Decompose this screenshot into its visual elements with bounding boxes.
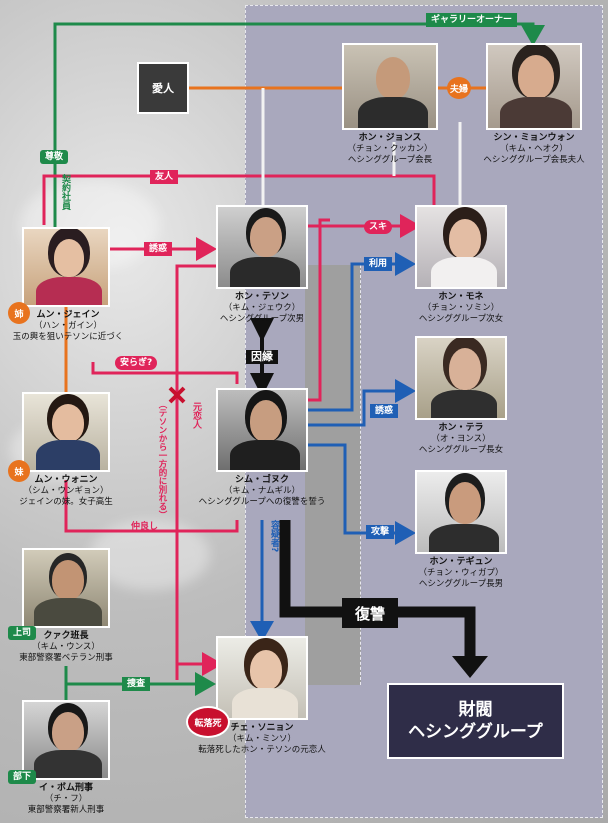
- tag-riyo: 利用: [364, 257, 393, 271]
- tag-yasuragi: 安らぎ?: [115, 356, 158, 370]
- tag-kogeki: 攻撃: [366, 525, 395, 539]
- tag-tenrakushi: 転落死: [186, 706, 230, 738]
- zaibatsu-box: 財閥 ヘシンググループ: [387, 683, 564, 759]
- tag-imouto: 妹: [8, 460, 30, 482]
- tag-sonkei: 尊敬: [40, 150, 69, 164]
- caption-hon-teson: ホン・テソン（キム・ジェウク）ヘシンググループ次男: [219, 292, 305, 324]
- caption-mun-jein: ムン・ジェイン（ハン・ガイン）玉の輿を狙いテソンに近づく: [12, 310, 124, 342]
- tag-yuwaku-2: 誘惑: [370, 404, 399, 418]
- photo-hon-jonsu: [342, 43, 438, 130]
- tag-fufu: 夫婦: [447, 77, 471, 99]
- caption-hon-jonsu: ホン・ジョンス（チョン・クッカン）ヘシンググループ会長: [347, 133, 433, 165]
- caption-shin-miyon: シン・ミョンウォン（キム・ヘオク）ヘシンググループ会長夫人: [483, 133, 585, 165]
- caption-kwak: クァク班長（キム・ウンス）東部警察署ベテラン刑事: [19, 631, 113, 663]
- photo-hon-teson: [216, 205, 308, 289]
- photo-hon-tegyun: [415, 470, 507, 554]
- caption-hon-mone: ホン・モネ（チョン・ソミン）ヘシンググループ次女: [418, 292, 504, 324]
- photo-hon-tera: [415, 336, 507, 420]
- tag-teson-wakare: （テソンから一方的に別れる）: [157, 400, 167, 519]
- photo-kwak: [22, 548, 110, 628]
- tag-ane: 姉: [8, 302, 30, 324]
- tag-buka: 部下: [8, 770, 37, 784]
- tag-innen: 因縁: [246, 350, 278, 364]
- cross-mark: [168, 386, 186, 404]
- zaibatsu-line1: 財閥: [458, 700, 493, 720]
- fukushu-label: 復讐: [342, 598, 398, 628]
- tag-motokoibito: 元恋人: [191, 402, 201, 429]
- tag-nakayoshi: 仲良し: [131, 522, 159, 532]
- tag-sosa: 捜査: [122, 677, 151, 691]
- caption-hon-tegyun: ホン・テギュン（チョン・ウィガプ）ヘシンググループ長男: [418, 557, 504, 589]
- tag-keiyaku: 契約社員: [60, 174, 70, 210]
- tag-gallery-owner: ギャラリーオーナー: [426, 13, 518, 27]
- caption-che-sonan: チェ・ソニョン（キム・ミンソ）転落死したホン・テソンの元恋人: [198, 723, 326, 755]
- aijin-box: 愛人: [137, 62, 189, 114]
- tag-yuwaku-1: 誘惑: [144, 242, 173, 256]
- caption-hon-tera: ホン・テラ（オ・ヨンス）ヘシンググループ長女: [418, 423, 504, 455]
- photo-mun-won: [22, 392, 110, 472]
- photo-hon-mone: [415, 205, 507, 289]
- tag-yujin: 友人: [150, 170, 179, 184]
- photo-mun-jein: [22, 227, 110, 307]
- photo-i-bom: [22, 700, 110, 780]
- tag-yogisha: 容疑者?: [269, 520, 279, 553]
- pink-lines: [42, 174, 436, 680]
- caption-mun-won: ムン・ウォニン（シム・ウンギョン）ジェインの妹。女子高生: [19, 475, 113, 507]
- tag-joshi: 上司: [8, 626, 37, 640]
- zaibatsu-line2: ヘシンググループ: [408, 722, 543, 742]
- caption-i-bom: イ・ボム刑事（チ・フ）東部警察署新人刑事: [27, 783, 105, 815]
- photo-che-sonan: [216, 636, 308, 720]
- photo-shin-miyon: [486, 43, 582, 130]
- tag-suki: スキ: [364, 220, 393, 234]
- grey-lines: [261, 88, 462, 205]
- photo-shim-gonuk: [216, 388, 308, 472]
- caption-shim-gonuk: シム・ゴヌク（キム・ナムギル）ヘシンググループへの復讐を誓う: [198, 475, 326, 507]
